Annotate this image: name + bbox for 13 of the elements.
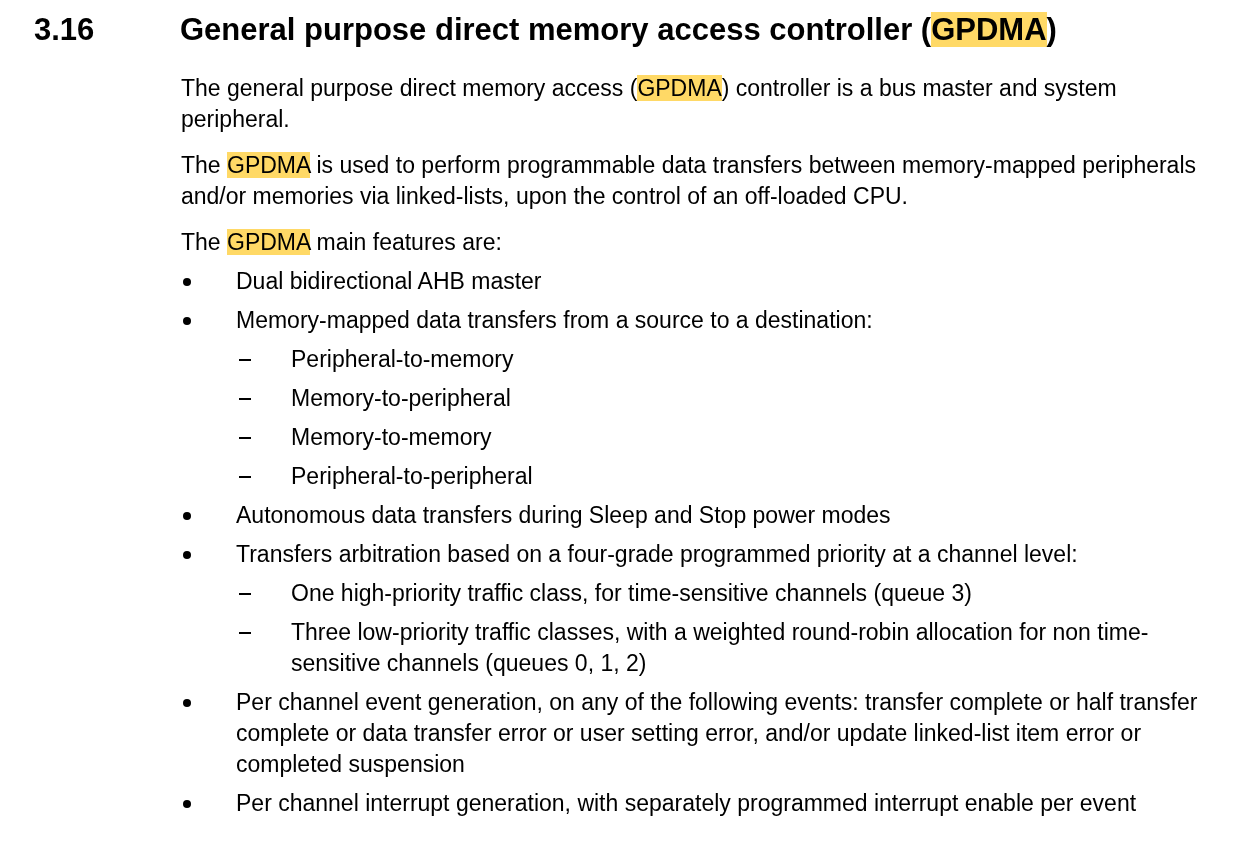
sub-item: Peripheral-to-memory xyxy=(291,345,515,374)
bullet-item: Per channel event generation, on any of the following events: transfer complete or half transfer complete or data transfer error or user setting error, and/or update linked-list item error or completed suspension xyxy=(236,688,1199,779)
sub-item: Memory-to-peripheral xyxy=(291,384,512,413)
sub-item: Three low-priority traffic classes, with a weighted round-robin allocation for non time-sensitive channels (queues 0, 1, 2) xyxy=(291,618,1150,678)
bullet-item: Per channel interrupt generation, with separately programmed interrupt enable per event xyxy=(236,789,1138,818)
sub-item: Peripheral-to-peripheral xyxy=(291,462,534,491)
bullet-item: Memory-mapped data transfers from a source to a destination: xyxy=(236,306,874,335)
sub-item: Memory-to-memory xyxy=(291,423,493,452)
section-number: 3.16 xyxy=(34,12,95,48)
bullet-item: Transfers arbitration based on a four-grade programmed priority at a channel level: xyxy=(236,540,1079,569)
bullet-item: Autonomous data transfers during Sleep and Stop power modes xyxy=(236,501,892,530)
bullet-item: Dual bidirectional AHB master xyxy=(236,267,543,296)
sub-item: One high-priority traffic class, for time-sensitive channels (queue 3) xyxy=(291,579,973,608)
